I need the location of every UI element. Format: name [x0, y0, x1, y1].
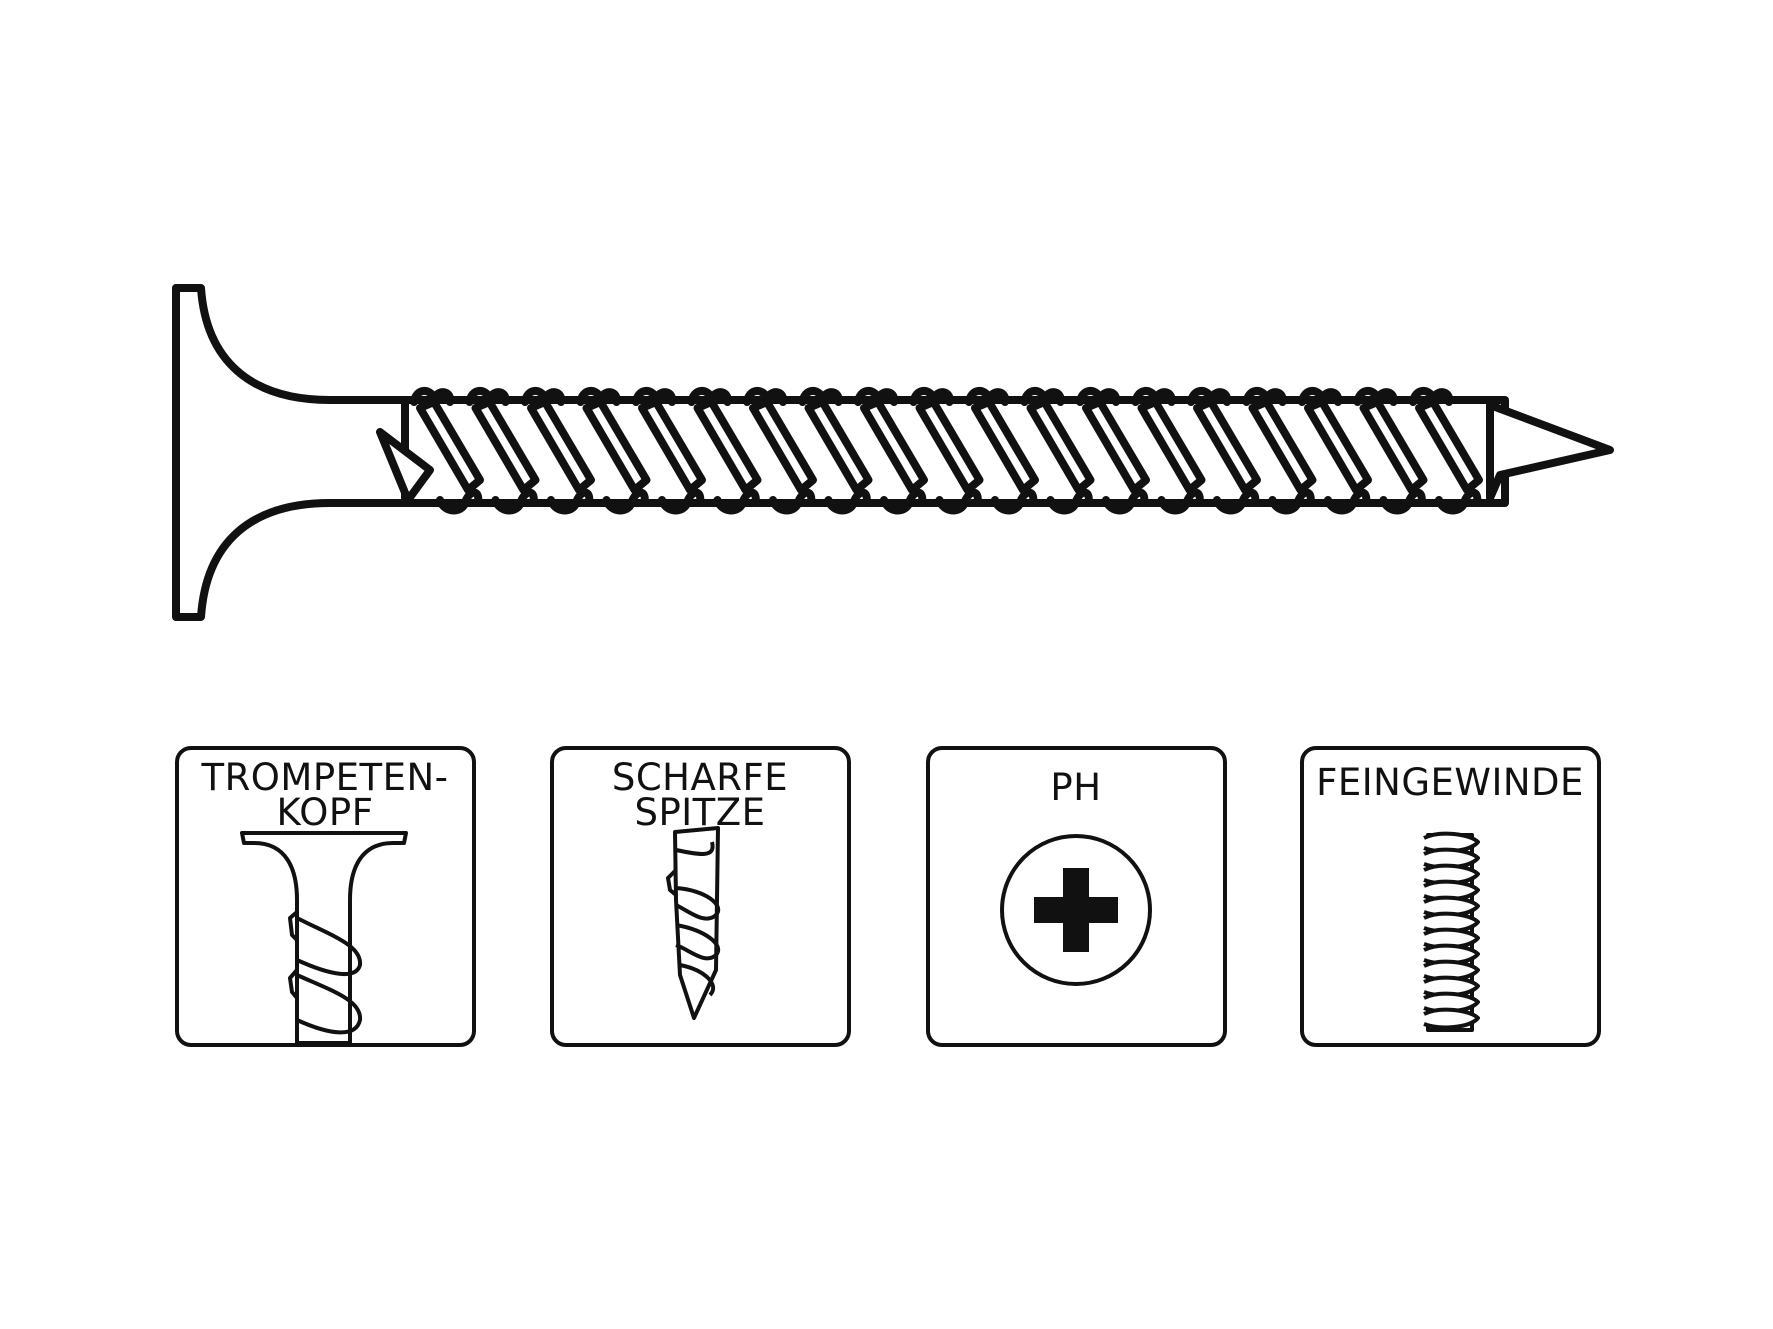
trumpet-head-icon: [240, 831, 408, 1045]
feature-label-line: SPITZE: [634, 791, 765, 834]
thread-crest: [1304, 398, 1372, 494]
thread-bottom-bump: [1379, 488, 1426, 515]
thread-lead-flank: [376, 428, 434, 504]
thread-bottom-bump: [713, 488, 760, 515]
thread-top-bump: [854, 387, 899, 406]
thread-bottom-bump: [1157, 488, 1204, 515]
thread-crest: [471, 398, 540, 494]
thread-top-bump: [1242, 387, 1287, 406]
thread-top-bump: [410, 387, 455, 406]
thread-crest: [971, 398, 1039, 494]
screw-tip: [1486, 401, 1614, 502]
feature-box-trumpet-head: TROMPETEN- KOPF: [175, 746, 476, 1047]
thread-bottom-bump: [880, 488, 927, 515]
thread-top-bump: [965, 387, 1010, 406]
thread-bottom-bump: [1046, 488, 1093, 515]
thread-top-bump: [632, 387, 677, 406]
thread-bottom-bump: [658, 488, 705, 515]
thread-bottom-bump: [1268, 488, 1315, 515]
thread-bottom-bump: [935, 488, 982, 515]
thread-crest: [1359, 398, 1428, 494]
thread-crest: [693, 398, 762, 494]
thread-top-bump: [521, 387, 566, 406]
thread-top-bump: [1131, 387, 1176, 406]
thread-top-bump: [743, 387, 788, 406]
phillips-drive-icon: [1000, 834, 1152, 986]
thread-crest: [638, 398, 706, 494]
thread-crest: [915, 398, 984, 494]
sharp-point-icon: [666, 826, 720, 1020]
feature-box-sharp-point: SCHARFE SPITZE: [550, 746, 851, 1047]
thread-crest: [1248, 398, 1317, 494]
feature-label-line: KOPF: [277, 791, 374, 834]
thread-crest: [1026, 398, 1095, 494]
thread-top-bump: [1298, 387, 1343, 406]
thread-bottom-bump: [547, 488, 594, 515]
thread-crest: [860, 398, 928, 494]
thread-crest: [804, 398, 873, 494]
thread-bottom-bump: [769, 488, 816, 515]
fine-thread-coil: [1423, 1007, 1480, 1030]
thread-crest: [527, 398, 595, 494]
thread-bottom-bump: [1324, 488, 1371, 515]
screw-thread: [376, 387, 1483, 515]
feature-label-line: FEINGEWINDE: [1316, 761, 1584, 804]
thread-crest: [1415, 398, 1483, 494]
thread-crest: [416, 398, 484, 494]
thread-bottom-bump: [991, 488, 1038, 515]
feature-label-line: PH: [1050, 766, 1101, 809]
thread-top-bump: [576, 387, 621, 406]
screw-illustration: [172, 284, 1614, 621]
thread-crest: [749, 398, 817, 494]
thread-top-bump: [1076, 387, 1121, 406]
thread-top-bump: [1020, 387, 1065, 406]
fine-thread-icon: [1423, 831, 1480, 1032]
feature-box-phillips: PH: [926, 746, 1227, 1047]
thread-bottom-bump: [602, 488, 649, 515]
thread-bottom-bump: [436, 488, 483, 515]
thread-top-bump: [465, 387, 510, 406]
thread-top-bump: [1187, 387, 1232, 406]
thread-top-bump: [1353, 387, 1398, 406]
thread-bottom-bump: [491, 488, 538, 515]
thread-crest: [1137, 398, 1206, 494]
thread-top-bump: [1409, 387, 1454, 406]
thread-top-bump: [909, 387, 954, 406]
thread-bottom-bump: [1435, 488, 1482, 515]
thread-top-bump: [687, 387, 732, 406]
thread-top-bump: [798, 387, 843, 406]
thread-bottom-bump: [1213, 488, 1260, 515]
thread-crest: [582, 398, 651, 494]
thread-bottom-bump: [824, 488, 871, 515]
feature-label-line: SCHARFE: [612, 756, 788, 799]
feature-box-fine-thread: FEINGEWINDE: [1300, 746, 1601, 1047]
thread-crest: [1193, 398, 1261, 494]
thread-bottom-bump: [1102, 488, 1149, 515]
thread-crest: [1082, 398, 1150, 494]
feature-label-line: TROMPETEN-: [200, 756, 448, 799]
